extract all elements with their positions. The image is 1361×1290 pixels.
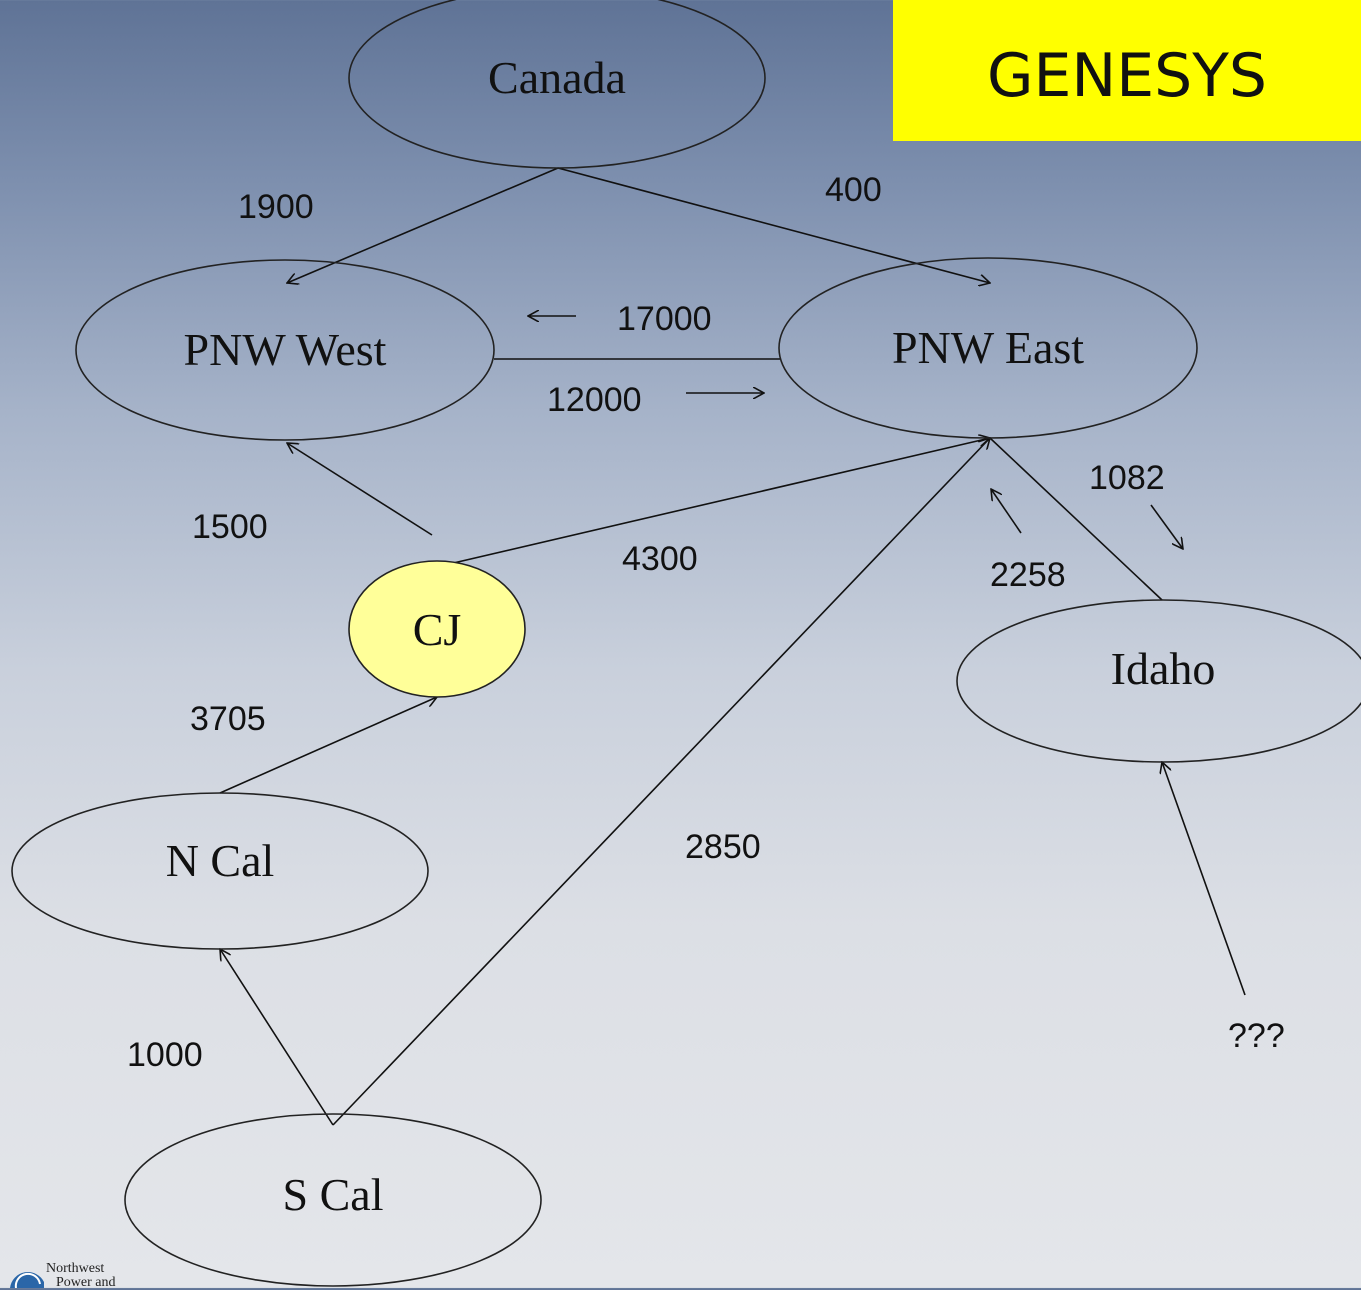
flow-label-unknown: ??? <box>1228 1017 1285 1055</box>
logo-text-line2: Power and <box>56 1275 116 1290</box>
node-pnw-east <box>778 257 1198 439</box>
flow-label-2258: 2258 <box>990 556 1066 594</box>
node-pnw-east-label: PNW East <box>892 322 1084 373</box>
arrow-down-1082 <box>1150 504 1183 549</box>
flow-label-1500: 1500 <box>192 508 268 546</box>
flow-label-3705: 3705 <box>190 700 266 738</box>
node-n-cal-label: N Cal <box>166 835 275 886</box>
edge-ncal-cj <box>219 697 437 794</box>
logo-text-line1: Northwest <box>46 1261 105 1276</box>
northwest-power-logo-icon <box>10 1272 44 1288</box>
edge-scal-ncal <box>220 949 334 1126</box>
node-s-cal <box>124 1113 542 1287</box>
flow-label-400: 400 <box>825 171 882 209</box>
flow-label-1900: 1900 <box>238 188 314 226</box>
edge-unknown-idaho <box>1162 762 1246 996</box>
flow-label-1082: 1082 <box>1089 459 1165 497</box>
node-pnw-west <box>75 259 495 441</box>
edge-scal-east <box>332 438 990 1126</box>
edge-idaho-east <box>989 437 1163 601</box>
node-canada-label: Canada <box>488 52 626 103</box>
node-idaho-label: Idaho <box>1111 643 1216 694</box>
edge-canada-west <box>287 167 559 283</box>
node-cj-label: CJ <box>413 604 462 655</box>
node-canada <box>348 0 766 169</box>
node-pnw-west-label: PNW West <box>184 324 387 375</box>
node-n-cal <box>11 792 429 950</box>
edge-cj-east <box>431 438 990 569</box>
logo-text: Northwest Power and <box>46 1262 116 1290</box>
flow-label-4300: 4300 <box>622 540 698 578</box>
node-idaho <box>956 599 1361 763</box>
arrow-up-2258 <box>991 489 1022 534</box>
edge-canada-east <box>557 167 990 283</box>
genesys-title: GENESYS <box>893 0 1361 141</box>
edge-cj-west <box>287 443 433 536</box>
node-cj <box>348 560 526 698</box>
flow-label-2850: 2850 <box>685 828 761 866</box>
flow-label-12000: 12000 <box>547 381 642 419</box>
flow-label-17000: 17000 <box>617 300 712 338</box>
flow-label-1000: 1000 <box>127 1036 203 1074</box>
node-s-cal-label: S Cal <box>283 1169 384 1220</box>
